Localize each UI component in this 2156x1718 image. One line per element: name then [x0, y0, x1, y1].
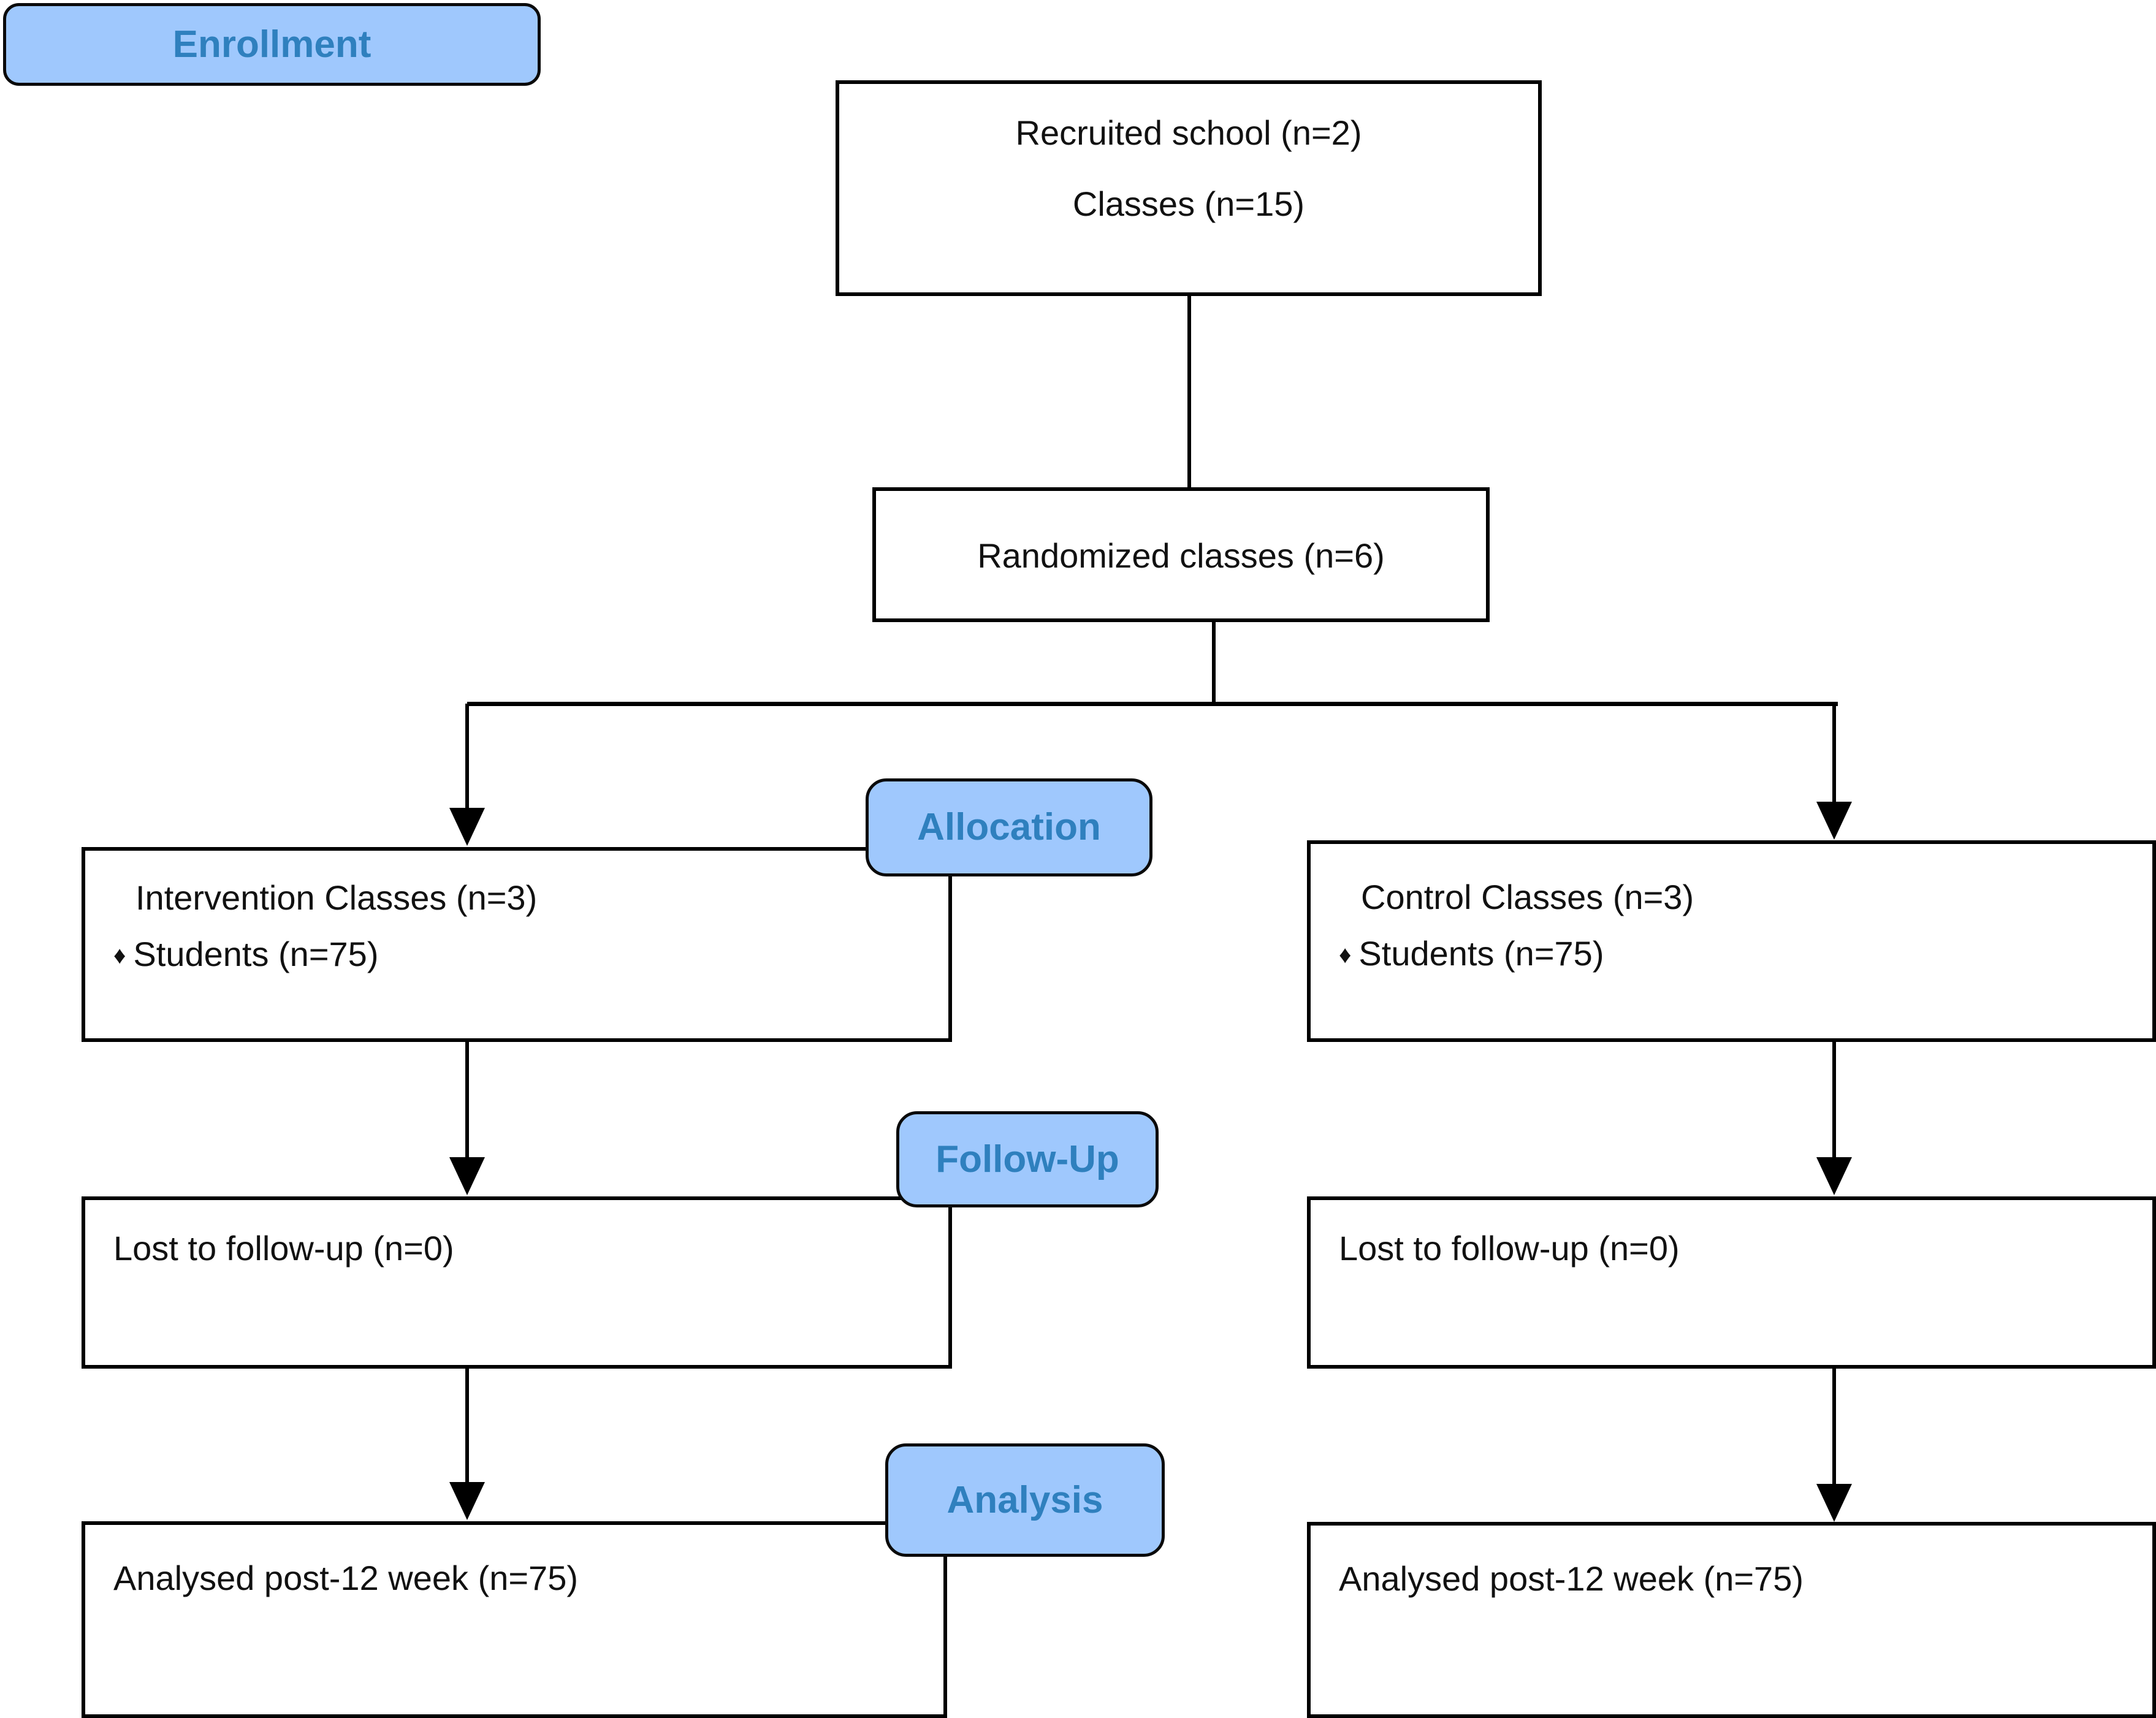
stage-badge-followup: Follow-Up	[896, 1111, 1159, 1207]
node-recruited-school-line1: Recruited school (n=2)	[1015, 113, 1362, 152]
node-lost-to-followup-intervention: Lost to follow-up (n=0)	[82, 1196, 952, 1369]
node-intervention-classes-line1: Intervention Classes (n=3)	[135, 878, 538, 917]
node-intervention-students-row: ♦ Students (n=75)	[113, 934, 378, 975]
connector-allocation-split-bus	[467, 702, 1838, 706]
node-recruited-school-line2: Classes (n=15)	[1072, 184, 1305, 223]
arrowhead-to-control	[1816, 802, 1852, 840]
stage-label-enrollment: Enrollment	[172, 23, 371, 66]
node-control-classes-line1: Control Classes (n=3)	[1361, 878, 1694, 916]
node-randomized-classes-line: Randomized classes (n=6)	[977, 536, 1385, 575]
arrowhead-to-lost-left	[449, 1157, 485, 1195]
connector-split-to-control	[1832, 704, 1836, 803]
node-analysed-intervention-line: Analysed post-12 week (n=75)	[113, 1559, 578, 1597]
arrowhead-to-analysed-right	[1816, 1484, 1852, 1522]
node-randomized-classes: Randomized classes (n=6)	[872, 487, 1490, 622]
stage-label-analysis: Analysis	[947, 1478, 1103, 1521]
node-lost-to-followup-control: Lost to follow-up (n=0)	[1307, 1196, 2156, 1369]
stage-label-allocation: Allocation	[917, 806, 1101, 848]
connector-lost-right-to-analysed-right	[1832, 1369, 1836, 1484]
diamond-bullet-icon: ♦	[113, 942, 126, 969]
node-lost-to-followup-intervention-line: Lost to follow-up (n=0)	[113, 1229, 454, 1268]
node-analysed-intervention: Analysed post-12 week (n=75)	[82, 1521, 947, 1718]
stage-badge-allocation: Allocation	[866, 778, 1152, 876]
stage-badge-enrollment: Enrollment	[3, 3, 541, 86]
connector-split-to-intervention	[465, 704, 469, 809]
node-analysed-control: Analysed post-12 week (n=75)	[1307, 1522, 2156, 1718]
connector-randomized-down	[1212, 622, 1216, 704]
arrowhead-to-lost-right	[1816, 1157, 1852, 1195]
node-lost-to-followup-control-line: Lost to follow-up (n=0)	[1339, 1229, 1680, 1268]
stage-badge-analysis: Analysis	[885, 1443, 1165, 1557]
stage-label-followup: Follow-Up	[935, 1138, 1119, 1180]
node-control-students-row: ♦Students (n=75)	[1339, 933, 1604, 974]
arrowhead-to-intervention	[449, 808, 485, 846]
node-analysed-control-line: Analysed post-12 week (n=75)	[1339, 1559, 1804, 1598]
node-control-classes-line2: Students (n=75)	[1358, 934, 1604, 973]
connector-control-to-lost-right	[1832, 1042, 1836, 1157]
node-control-classes: Control Classes (n=3) ♦Students (n=75)	[1307, 840, 2156, 1042]
connector-intervention-to-lost-left	[465, 1042, 469, 1157]
diamond-bullet-icon: ♦	[1339, 941, 1352, 968]
arrowhead-to-analysed-left	[449, 1482, 485, 1520]
connector-recruited-to-randomized	[1187, 296, 1191, 487]
connector-lost-left-to-analysed-left	[465, 1369, 469, 1482]
node-intervention-classes-line2: Students (n=75)	[133, 935, 379, 973]
node-intervention-classes: Intervention Classes (n=3) ♦ Students (n=…	[82, 847, 952, 1042]
node-recruited-school: Recruited school (n=2) Classes (n=15)	[836, 80, 1542, 296]
